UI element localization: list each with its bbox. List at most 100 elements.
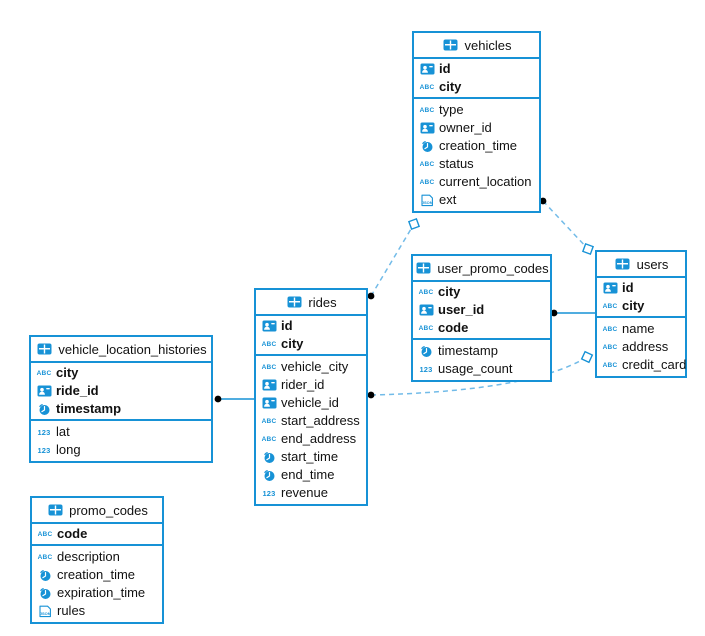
text-type-icon: ABC	[261, 417, 277, 425]
column-name: name	[622, 321, 655, 336]
column-row-end_time[interactable]: end_time	[256, 466, 366, 484]
table-icon	[35, 343, 53, 355]
json-icon: JSON	[418, 194, 436, 207]
number-type-icon: 123	[37, 445, 51, 455]
column-name: credit_card	[622, 357, 687, 372]
text-type-icon: ABC	[419, 178, 435, 186]
relationship-vehicle_location_histories-to-rides	[214, 395, 256, 403]
clock-icon	[36, 569, 54, 582]
column-name: rider_id	[281, 377, 325, 392]
column-row-rider_id[interactable]: rider_id	[256, 376, 366, 394]
id-badge-icon	[418, 63, 436, 75]
column-row-user_id[interactable]: user_id	[413, 301, 550, 319]
text-type-icon: ABC	[602, 302, 618, 310]
column-row-status[interactable]: ABC status	[414, 155, 539, 173]
number-type-icon: 123	[419, 364, 433, 374]
table-header[interactable]: promo_codes	[32, 498, 162, 524]
column-name: owner_id	[439, 120, 492, 135]
column-name: city	[439, 79, 462, 94]
column-row-creation_time[interactable]: creation_time	[32, 566, 162, 584]
column-name: expiration_time	[57, 585, 146, 600]
column-row-start_time[interactable]: start_time	[256, 448, 366, 466]
column-row-name[interactable]: ABC name	[597, 320, 685, 338]
column-row-lat[interactable]: 123 lat	[31, 423, 211, 441]
column-row-creation_time[interactable]: creation_time	[414, 137, 539, 155]
text-type-icon: ABC	[36, 369, 52, 377]
table-header[interactable]: user_promo_codes	[413, 256, 550, 282]
number-type-icon: 123	[37, 427, 51, 437]
column-row-owner_id[interactable]: owner_id	[414, 119, 539, 137]
column-name: lat	[56, 424, 70, 439]
clock-icon	[36, 587, 54, 600]
column-row-id[interactable]: id	[597, 279, 685, 297]
column-name: id	[439, 61, 451, 76]
id-badge-icon	[260, 320, 278, 332]
column-name: type	[439, 102, 464, 117]
column-row-vehicle_id[interactable]: vehicle_id	[256, 394, 366, 412]
table-header[interactable]: vehicle_location_histories	[31, 337, 211, 363]
column-name: status	[439, 156, 474, 171]
number-type-icon: 123	[262, 488, 276, 498]
table-title: rides	[308, 294, 337, 310]
column-name: city	[281, 336, 304, 351]
relationship-user_promo_codes-to-users	[550, 309, 597, 317]
column-row-start_address[interactable]: ABC start_address	[256, 412, 366, 430]
text-type-icon: ABC	[261, 363, 277, 371]
table-header[interactable]: rides	[256, 290, 366, 316]
column-row-expiration_time[interactable]: expiration_time	[32, 584, 162, 602]
connector-diamond	[580, 350, 594, 364]
clock-icon	[260, 451, 278, 464]
text-type-icon: ABC	[418, 324, 434, 332]
text-type-icon: ABC	[419, 160, 435, 168]
table-icon	[442, 39, 460, 51]
column-row-id[interactable]: id	[256, 317, 366, 335]
table-header[interactable]: vehicles	[414, 33, 539, 59]
table-title: vehicle_location_histories	[58, 341, 207, 357]
column-row-id[interactable]: id	[414, 60, 539, 78]
column-row-timestamp[interactable]: timestamp	[413, 342, 550, 360]
table-header[interactable]: users	[597, 252, 685, 278]
text-type-icon: ABC	[261, 435, 277, 443]
id-badge-icon	[601, 282, 619, 294]
column-name: start_address	[281, 413, 360, 428]
column-row-ride_id[interactable]: ride_id	[31, 382, 211, 400]
table-icon	[614, 258, 632, 270]
text-type-icon: ABC	[602, 325, 618, 333]
column-name: description	[57, 549, 120, 564]
column-row-timestamp[interactable]: timestamp	[31, 400, 211, 418]
